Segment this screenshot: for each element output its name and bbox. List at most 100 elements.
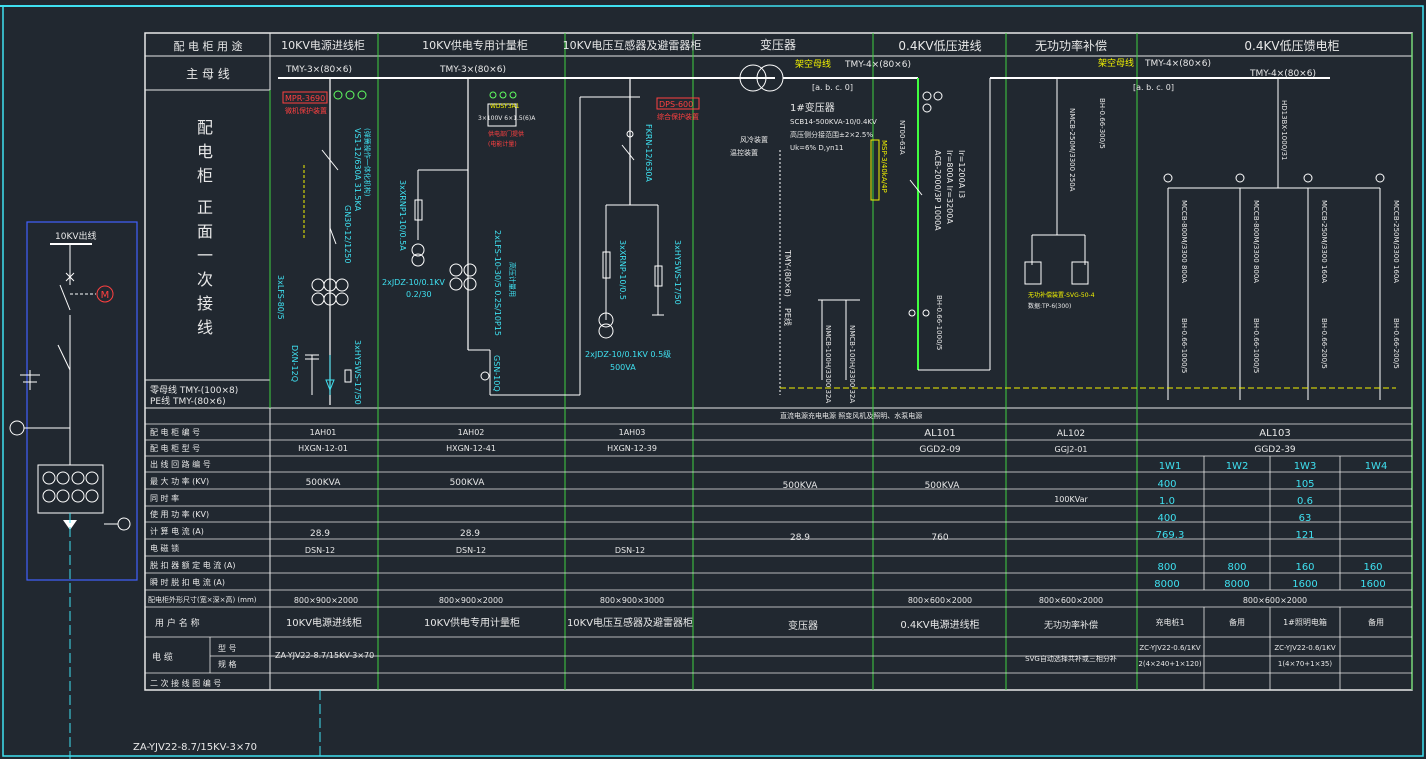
cell: 105 xyxy=(1295,479,1314,490)
cell: 500KVA xyxy=(783,481,819,491)
cell: ZC-YJV22-0.6/1KV xyxy=(1139,644,1200,652)
transformer-spec-3: Uk=6% D,yn11 xyxy=(790,144,843,152)
cell: ZC-YJV22-0.6/1KV xyxy=(1274,644,1335,652)
cell: 500KVA xyxy=(306,478,342,488)
cell: 充电桩1 xyxy=(1155,617,1184,627)
column-header: 10KV供电专用计量柜 xyxy=(422,38,528,52)
row-label: 出 线 回 路 编 号 xyxy=(150,459,211,469)
row-label: 同 时 率 xyxy=(150,493,179,503)
lv-feeder-note: 直流电源充电电源 照变风机及照明、水泵电源 xyxy=(780,411,922,420)
cell: AL103 xyxy=(1259,428,1291,439)
ct-spec: 3xLFS-80/5 xyxy=(276,275,285,320)
fuse-nt-spec: NT00-63A xyxy=(898,120,906,155)
cell: 10KV电压互感器及避雷器柜 xyxy=(567,616,693,629)
feeder-4-breaker: MCCB-250M/3300 160A xyxy=(1392,200,1400,283)
cell: 1600 xyxy=(1360,579,1385,590)
vacuum-breaker-note: (弹簧操作一体化机构) xyxy=(363,128,372,197)
hv-bus-spec-2: TMY-3×(80×6) xyxy=(439,65,506,75)
cell: 1#照明电箱 xyxy=(1283,617,1327,627)
cell: GGD2-09 xyxy=(919,445,961,455)
row-label: 脱 扣 器 额 定 电 流 (A) xyxy=(150,560,236,570)
cell: 10KV电源进线柜 xyxy=(286,616,362,629)
cell: 1AH02 xyxy=(458,428,485,437)
feeder-1-breaker: MCCB-800M/3300 800A xyxy=(1180,200,1188,283)
lv-incoming-diagram: MSP-3/40kA/4P NT00-63A ACB-2000/3P 1000A… xyxy=(870,77,1105,371)
svg-device-note: 数据:TP-6(300) xyxy=(1028,302,1071,310)
cell: DSN-12 xyxy=(456,546,486,555)
meter-spec: 3×100V 6×1.5(6)A xyxy=(478,115,536,122)
row-label: 用 户 名 称 xyxy=(155,617,200,629)
pt2-spec: 2xJDZ-10/0.1KV 0.5级 xyxy=(585,349,671,359)
meter-note-1: 供电部门提供 xyxy=(488,130,524,138)
title-char: 柜 xyxy=(197,166,213,185)
cell: GGD2-39 xyxy=(1254,445,1296,455)
title-char: 面 xyxy=(197,222,213,241)
metering-cabinet-diagram: WDSF3A1 3×100V 6×1.5(6)A 供电部门提供 (电能计量) 3… xyxy=(382,78,640,396)
transformer-spec-1: SCB14-500KVA-10/0.4KV xyxy=(790,118,877,126)
diagram-title: 配 电 柜 正 面 一 次 接 线 xyxy=(197,118,213,337)
column-dividers xyxy=(377,33,1413,690)
cell: 63 xyxy=(1299,513,1312,524)
cell: 2(4×240+1×120) xyxy=(1138,660,1201,668)
cell: 800×900×2000 xyxy=(294,596,358,605)
transformer-spec-2: 高压侧分接范围±2×2.5% xyxy=(790,130,873,139)
pt-spec: 2xJDZ-10/0.1KV xyxy=(382,278,445,287)
lv-overhead-bus-label: 架空母线 xyxy=(795,58,831,70)
cell: 1W3 xyxy=(1294,461,1317,472)
cell: HXGN-12-41 xyxy=(446,444,496,453)
title-char: 一 xyxy=(197,246,213,265)
title-char: 正 xyxy=(197,198,213,217)
transformer-name: 1#变压器 xyxy=(790,101,835,114)
row-label: 配电柜外形尺寸(宽×深×高) (mm) xyxy=(148,595,257,604)
outgoing-label: 10KV出线 xyxy=(55,230,97,242)
lv-incoming-ct-spec: BH-0.66-1000/5 xyxy=(935,295,943,350)
row-label: 配 电 柜 型 号 xyxy=(150,443,200,453)
feeder-switch-spec: HD13BX-1000/31 xyxy=(1280,100,1288,160)
row-label: 配 电 柜 编 号 xyxy=(150,427,200,437)
cell: 1W4 xyxy=(1365,461,1388,472)
pe-vertical-label: PE线 xyxy=(783,308,793,326)
column-header: 10KV电源进线柜 xyxy=(281,38,365,52)
cell: ZA-YJV22-8.7/15KV-3×70 xyxy=(275,651,374,660)
feeder-2-breaker: MCCB-800M/3300 800A xyxy=(1252,200,1260,283)
cell: 1W1 xyxy=(1159,461,1182,472)
cell: 800 xyxy=(1157,562,1176,573)
cell: 无功功率补偿 xyxy=(1044,619,1098,631)
table-grid xyxy=(145,423,1412,690)
vacuum-breaker-spec: VS1-12/630A 31.5KA xyxy=(353,128,362,212)
cell: 800 xyxy=(1227,562,1246,573)
cell: 100KVar xyxy=(1054,495,1088,504)
cell: 400 xyxy=(1157,513,1176,524)
meter-note-2: (电能计量) xyxy=(488,140,517,148)
row-label: 规 格 xyxy=(218,659,237,669)
cell: AL101 xyxy=(924,428,956,439)
protection-relay-label: MPR-3690 xyxy=(285,94,325,103)
column-header: 0.4KV低压进线 xyxy=(898,39,981,53)
pt2-capacity: 500VA xyxy=(610,363,636,372)
cell: 8000 xyxy=(1154,579,1179,590)
ct-metering-spec: 2xLFS-10-30/5 0.2S/10P15 xyxy=(493,230,502,336)
pt-fuse-spec: 3xXRNP-10/0.5 xyxy=(618,240,627,300)
cell: HXGN-12-39 xyxy=(607,444,657,453)
cell: 800×900×3000 xyxy=(600,596,664,605)
lv-bus-vertical-spec: TMY-(80×6) xyxy=(783,249,792,297)
transformer-diagram: 架空母线 TMY-4×(80×6) [a. b. c. 0] 1#变压器 SCB… xyxy=(730,58,918,403)
cell: 0.6 xyxy=(1297,496,1313,507)
lv-bus-2-phases: [a. b. c. 0] xyxy=(1133,83,1174,92)
cell: 8000 xyxy=(1224,579,1249,590)
cell: 变压器 xyxy=(788,619,818,632)
column-header: 10KV电压互感器及避雷器柜 xyxy=(563,38,702,52)
title-char: 电 xyxy=(197,142,213,161)
earthing-spec: DXN-12Q xyxy=(290,345,299,382)
pt-class: 0.2/30 xyxy=(406,290,432,299)
gsn-spec: GSN-10Q xyxy=(492,355,501,392)
cable-group-label: 电 缆 xyxy=(152,651,173,663)
cabinet-use-label: 配 电 柜 用 途 xyxy=(174,39,243,53)
fuse-spec: 3xXRNP1-10/0.5A xyxy=(398,180,407,251)
cell: 28.9 xyxy=(460,529,480,539)
feeder-4-ct: BH-0.66-200/5 xyxy=(1392,318,1400,369)
row-label: 瞬 时 脱 扣 电 流 (A) xyxy=(150,577,225,587)
cell: 1AH01 xyxy=(310,428,337,437)
pt-protection-label: DPS-600 xyxy=(659,100,693,109)
cell: 400 xyxy=(1157,479,1176,490)
